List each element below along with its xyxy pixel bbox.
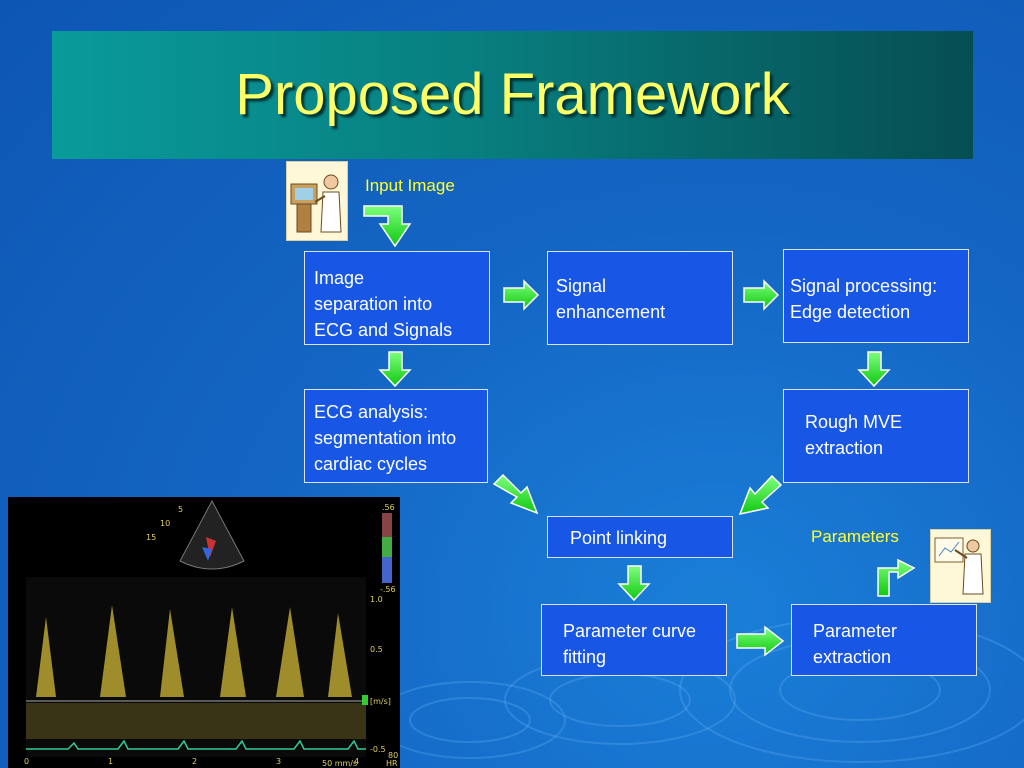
ecg-analysis-box: ECG analysis: segmentation into cardiac … <box>304 389 488 483</box>
echocardiogram-image: .56 -.56 1.0 0.5 [m/s] -0.5 0 1 2 3 4 50… <box>8 497 400 768</box>
time-tick-1: 1 <box>108 757 114 766</box>
parameter-curve-fitting-box: Parameter curve fitting <box>541 604 727 676</box>
parameter-extraction-box: Parameter extraction <box>791 604 977 676</box>
computer-user-clipart-icon <box>286 161 348 241</box>
time-tick-3: 3 <box>276 757 282 766</box>
signal-processing-box: Signal processing: Edge detection <box>783 249 969 343</box>
point-linking-box: Point linking <box>547 516 733 558</box>
velocity-tick-3: -0.5 <box>370 745 386 754</box>
scale-top: .56 <box>382 503 395 512</box>
presenter-clipart-icon <box>930 529 991 603</box>
sector-mark-15: 15 <box>146 533 157 542</box>
slide-title: Proposed Framework <box>235 62 790 127</box>
image-separation-box: Image separation into ECG and Signals <box>304 251 490 345</box>
sector-mark-10: 10 <box>160 519 171 528</box>
scale-bottom: -.56 <box>380 585 396 594</box>
velocity-tick-2: 0.5 <box>370 645 383 654</box>
signal-enhancement-box: Signal enhancement <box>547 251 733 345</box>
velocity-tick-1: 1.0 <box>370 595 383 604</box>
title-bar: Proposed Framework <box>52 31 973 159</box>
time-tick-4: 4 <box>354 757 360 766</box>
sector-mark-5: 5 <box>178 505 184 514</box>
velocity-unit: [m/s] <box>370 697 391 706</box>
time-tick-0: 0 <box>24 757 30 766</box>
rough-mve-box: Rough MVE extraction <box>783 389 969 483</box>
parameters-label: Parameters <box>811 527 899 546</box>
sweep-speed: 50 mm/s <box>322 759 358 768</box>
hr-label: HR <box>386 759 398 768</box>
input-image-label: Input Image <box>365 176 455 195</box>
time-tick-2: 2 <box>192 757 198 766</box>
hr-value: 80 <box>388 751 399 760</box>
